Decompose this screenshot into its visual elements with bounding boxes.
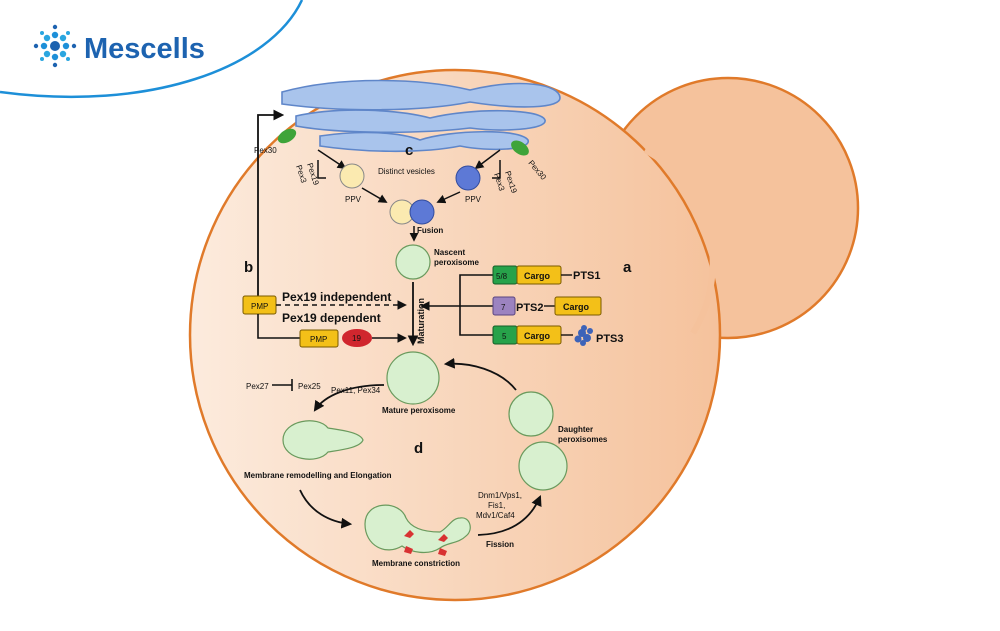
pmp-bottom-label: PMP — [310, 335, 327, 344]
pts2-receptor — [492, 296, 516, 316]
pts3-receptor-label: 5 — [502, 332, 507, 341]
fusion-label: Fusion — [417, 226, 443, 235]
mature-peroxisome — [386, 351, 440, 405]
fission-factor-1: Dnm1/Vps1, — [478, 491, 522, 500]
membrane-constriction-label: Membrane constriction — [372, 559, 460, 568]
pts3-cargo-label: Cargo — [524, 331, 551, 341]
daughter-label-1: Daughter — [558, 425, 593, 434]
ppv-yellow-vesicle — [339, 163, 365, 189]
pex30-left-label: Pex30 — [254, 146, 277, 155]
pts1-signal: PTS1 — [573, 270, 601, 282]
section-a: a 5/8 Cargo PTS1 7 PTS2 Cargo 5 Cargo — [420, 259, 632, 346]
pts3-row: 5 Cargo PTS3 — [492, 325, 624, 346]
pts2-signal: PTS2 — [516, 302, 544, 314]
section-d: Mature peroxisome Pex27 Pex25 Pex11, Pex… — [244, 351, 608, 568]
endoplasmic-reticulum — [281, 79, 561, 153]
pex19-badge-label: 19 — [352, 334, 361, 343]
mescells-logo-icon — [33, 24, 77, 68]
pts2-cargo — [554, 296, 602, 316]
brand-header: Mescells — [0, 0, 304, 99]
section-b: b PMP Pex19 independent Pex19 dependent … — [242, 109, 407, 348]
daughter-peroxisome-1 — [508, 391, 554, 437]
pex19-badge — [342, 329, 372, 347]
fission-factor-3: Mdv1/Caf4 — [476, 511, 515, 520]
yeast-cell — [188, 68, 860, 602]
nascent-label-1: Nascent — [434, 248, 465, 257]
ppv-blue-vesicle — [455, 165, 481, 191]
pmp-top-label: PMP — [251, 302, 268, 311]
pts1-receptor-label: 5/8 — [496, 272, 508, 281]
elongating-peroxisome — [282, 420, 364, 460]
fission-label: Fission — [486, 540, 514, 549]
pex27-label: Pex27 — [246, 382, 269, 391]
brand-name: Mescells — [84, 33, 205, 65]
pts2-row: 7 PTS2 Cargo — [492, 296, 602, 316]
section-label-a: a — [623, 259, 632, 276]
daughter-peroxisome-2 — [518, 441, 568, 491]
pts2-cargo-label: Cargo — [563, 302, 590, 312]
fusing-blue-vesicle — [409, 199, 435, 225]
pts3-protein-icon — [574, 325, 593, 346]
ppv-right-label: PPV — [465, 195, 482, 204]
pts1-row: 5/8 Cargo PTS1 — [492, 265, 601, 285]
daughter-label-2: peroxisomes — [558, 435, 608, 444]
constriction-ring-icon-2 — [438, 534, 448, 556]
section-label-b: b — [244, 259, 253, 276]
mother-cell — [188, 68, 722, 602]
header-curve — [0, 0, 304, 99]
pex30-right-icon — [511, 140, 529, 156]
pmp-box-bottom — [299, 329, 339, 348]
section-label-d: d — [414, 440, 423, 457]
pex25-label: Pex25 — [298, 382, 321, 391]
fission-factor-2: Fis1, — [488, 501, 505, 510]
nascent-label-2: peroxisome — [434, 258, 479, 267]
distinct-vesicles-label: Distinct vesicles — [378, 167, 435, 176]
pts1-cargo-label: Cargo — [524, 271, 551, 281]
pex19-independent-label: Pex19 independent — [282, 290, 391, 304]
pex19-dependent-label: Pex19 dependent — [282, 311, 381, 325]
maturation-label: Maturation — [416, 298, 426, 344]
pts3-signal: PTS3 — [596, 333, 624, 345]
constriction-ring-icon — [404, 530, 414, 554]
pts2-receptor-label: 7 — [501, 303, 506, 312]
section-label-c: c — [405, 142, 413, 159]
pex30-left-icon — [277, 128, 297, 144]
mature-peroxisome-label: Mature peroxisome — [382, 406, 456, 415]
nascent-peroxisome — [395, 244, 431, 280]
membrane-remodelling-label: Membrane remodelling and Elongation — [244, 471, 392, 480]
ppv-left-label: PPV — [345, 195, 362, 204]
pex11-pex34-label: Pex11, Pex34 — [331, 386, 381, 395]
